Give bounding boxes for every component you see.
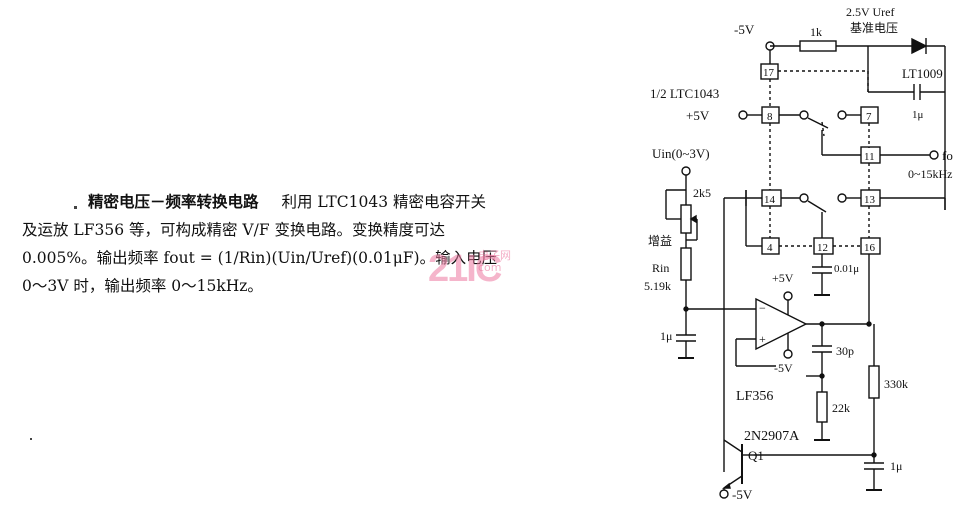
label-uref: 2.5V Uref [846, 5, 894, 19]
watermark-sub2: com [478, 261, 502, 274]
description-line-1-text: 利用 LTC1043 精密电容开关 [281, 193, 486, 211]
pin-12-label: 12 [817, 242, 828, 254]
label-op-pos5v: +5V [772, 271, 794, 285]
terminal-op-pos5v [783, 291, 793, 301]
pin-16-label: 16 [864, 242, 876, 254]
label-fo: fo [942, 148, 953, 163]
stray-dot-2 [30, 438, 32, 440]
watermark-sub: 电子网 com [478, 250, 511, 274]
label-op-neg5v: -5V [774, 361, 793, 375]
circuit-heading: 精密电压－频率转换电路 [88, 192, 259, 211]
description-line-2: 及运放 LF356 等，可构成精密 V/F 变换电路。变换精度可达 [22, 221, 446, 239]
terminal-uin [681, 166, 691, 176]
label-cap-in: 1μ [660, 329, 672, 343]
label-rin-value: 5.19k [644, 279, 671, 293]
switch-a-contact-left [799, 110, 809, 120]
pin-8-label: 8 [767, 111, 773, 123]
description-line-3: 0.005%。输出频率 fout = (1/Rin)(Uin/Uref)(0.0… [22, 249, 498, 267]
label-1k: 1k [810, 25, 822, 39]
terminal-fo [929, 150, 939, 160]
switch-a-blade [807, 117, 829, 129]
label-22k: 22k [832, 401, 850, 415]
label-ltc1043: 1/2 LTC1043 [650, 86, 719, 101]
label-fo-range: 0~15kHz [908, 167, 952, 181]
label-lf356: LF356 [736, 389, 773, 404]
label-cap-30p: 30p [836, 344, 854, 358]
terminal-op-neg5v [783, 349, 793, 359]
label-cap-ref: 1μ [912, 109, 924, 121]
pin-14-label: 14 [764, 194, 776, 206]
label-neg5v-bottom: -5V [732, 487, 753, 502]
switch-a-contact-right [837, 110, 847, 120]
label-q1: Q1 [748, 448, 764, 463]
pot-2k5 [680, 204, 692, 234]
opamp-lf356 [755, 297, 808, 351]
label-gain: 增益 [648, 234, 672, 248]
pin-16 [860, 237, 881, 255]
resistor-1k [799, 40, 837, 52]
label-330k: 330k [884, 377, 908, 391]
zener-lt1009 [911, 37, 928, 55]
label-cap-out: 1μ [890, 459, 902, 473]
label-2n2907a: 2N2907A [744, 429, 800, 444]
resistor-22k [816, 391, 828, 423]
label-uin: Uin(0~3V) [652, 146, 710, 161]
label-cap-001: 0.01μ [834, 263, 859, 275]
pin-11-label: 11 [864, 151, 875, 163]
label-uref-sub: 基准电压 [850, 21, 898, 35]
description-line-4: 0～3V 时，输出频率 0～15kHz。 [22, 277, 263, 295]
watermark-logo: 21IC [428, 248, 502, 290]
terminal-neg5v-bottom [719, 489, 729, 499]
switch-b-contact-right [837, 193, 847, 203]
switch-b-blade [807, 200, 827, 213]
label-2k5: 2k5 [693, 186, 711, 200]
svg-text:+: + [759, 332, 766, 346]
pin-17-label: 17 [763, 67, 775, 79]
switch-b-contact-left [799, 193, 809, 203]
watermark-sub1: 电子网 [478, 249, 511, 262]
pin-7-label: 7 [866, 111, 872, 123]
terminal-pos5v-left [738, 110, 748, 120]
description-text: 精密电压－频率转换电路 利用 LTC1043 精密电容开关 及运放 LF356 … [22, 188, 582, 300]
label-pos5v-left: +5V [686, 108, 710, 123]
pin-13-label: 13 [864, 194, 876, 206]
description-line-1: 精密电压－频率转换电路 利用 LTC1043 精密电容开关 [22, 188, 582, 216]
stray-dot [74, 206, 77, 209]
label-rin: Rin [652, 261, 669, 275]
label-lt1009: LT1009 [902, 66, 943, 81]
pin-4-label: 4 [767, 242, 773, 254]
label-neg5v-top: -5V [734, 22, 755, 37]
resistor-330k [868, 365, 880, 399]
resistor-rin [680, 247, 692, 281]
svg-text:−: − [759, 301, 766, 315]
